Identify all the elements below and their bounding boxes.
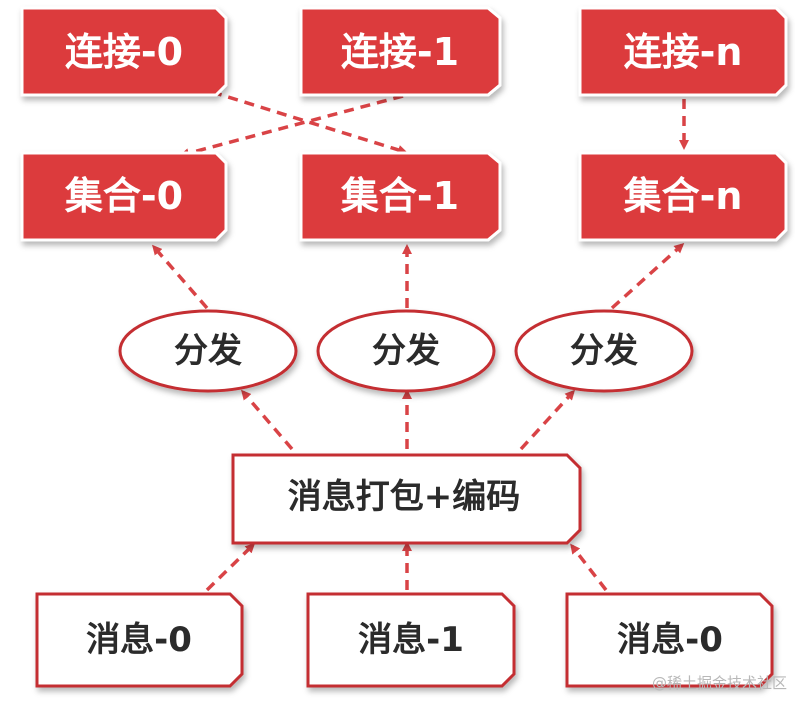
- dispatch-label-0: 分发: [174, 331, 242, 371]
- message-label-2: 消息-0: [617, 620, 723, 660]
- arrow-dispatch0-to-coll0: [152, 244, 209, 310]
- arrow-pack-to-dispatchn: [519, 389, 576, 451]
- message-label-0: 消息-0: [86, 620, 192, 660]
- arrow-conn1-to-coll0: [179, 94, 404, 159]
- collection-label-n: 集合-n: [623, 174, 743, 218]
- message-row: 消息-0 消息-1 消息-0: [35, 592, 774, 688]
- pack-encode-label: 消息打包+编码: [288, 477, 521, 517]
- message-box-2: 消息-0: [565, 592, 774, 688]
- connection-label-n: 连接-n: [624, 30, 743, 74]
- collection-box-0: 集合-0: [20, 151, 228, 242]
- arrow-dispatchn-to-colln: [610, 242, 685, 310]
- connection-box-0: 连接-0: [20, 6, 228, 97]
- collection-box-n: 集合-n: [578, 151, 788, 242]
- arrow-conn0-to-coll1: [211, 90, 408, 155]
- dispatch-label-n: 分发: [570, 331, 638, 371]
- message-box-0: 消息-0: [35, 592, 244, 688]
- arrow-msg2-to-pack: [570, 543, 608, 592]
- dispatch-node-n: 分发: [514, 309, 694, 393]
- dispatch-row: 分发 分发 分发: [118, 309, 694, 393]
- pack-encode-box: 消息打包+编码: [231, 453, 582, 545]
- connection-label-1: 连接-1: [341, 30, 459, 74]
- collection-box-1: 集合-1: [299, 151, 502, 242]
- connection-box-n: 连接-n: [578, 6, 788, 97]
- watermark: @稀土掘金技术社区: [651, 674, 787, 692]
- collection-row: 集合-0 集合-1 集合-n: [20, 151, 788, 242]
- dispatch-node-1: 分发: [316, 309, 496, 393]
- message-label-1: 消息-1: [358, 620, 464, 660]
- dispatch-node-0: 分发: [118, 309, 298, 393]
- connection-row: 连接-0 连接-1 连接-n: [20, 6, 788, 97]
- connection-label-0: 连接-0: [65, 30, 183, 74]
- collection-label-0: 集合-0: [64, 174, 183, 218]
- arrow-msg0-to-pack: [205, 542, 256, 592]
- arrow-pack-to-dispatch0: [241, 389, 294, 451]
- message-box-1: 消息-1: [306, 592, 516, 688]
- connection-box-1: 连接-1: [299, 6, 502, 97]
- collection-label-1: 集合-1: [340, 174, 459, 218]
- dispatch-label-1: 分发: [372, 331, 440, 371]
